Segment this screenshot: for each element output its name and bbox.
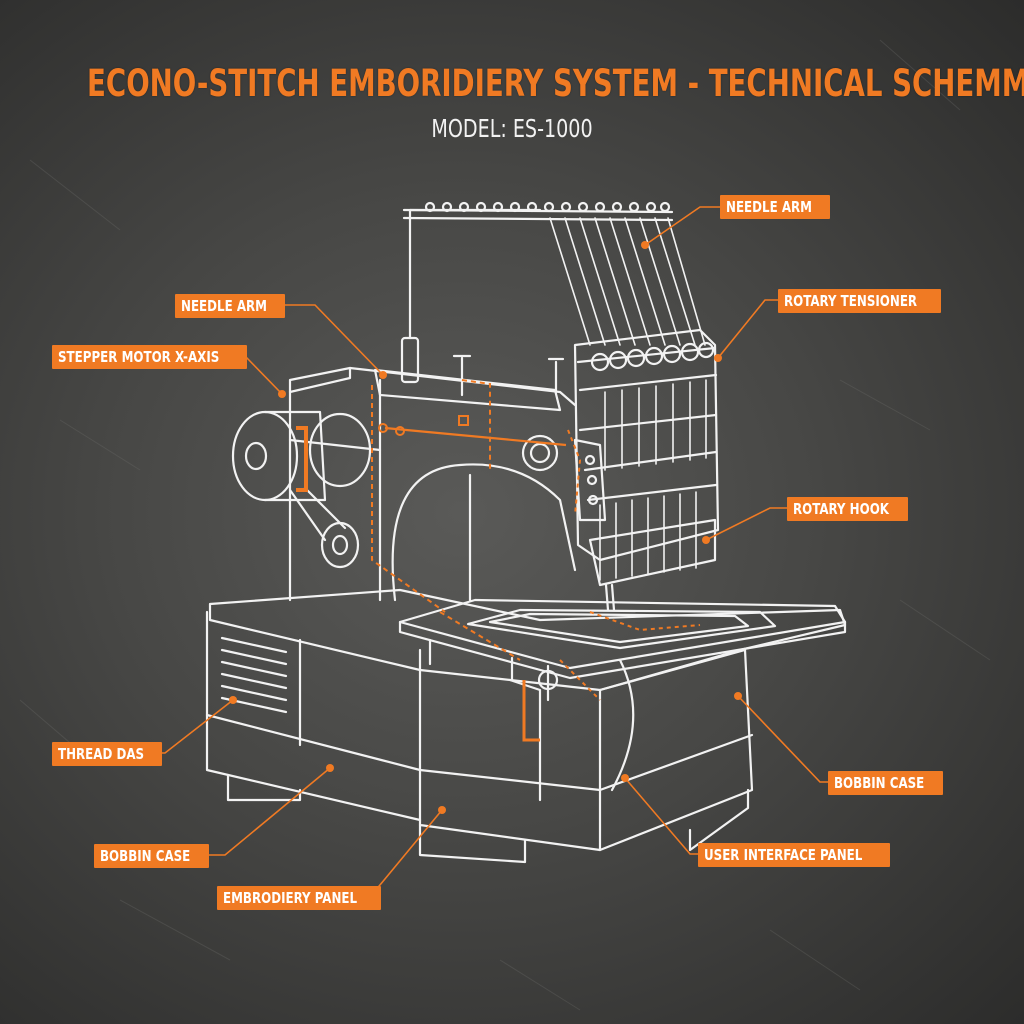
- leader-rotary-hook: [705, 507, 788, 541]
- needle-bars: [599, 379, 707, 581]
- label-rotary-hook: ROTARY HOOK: [787, 497, 909, 521]
- label-stepper-motor: STEPPER MOTOR X-AXIS: [52, 345, 248, 369]
- motor-highlight: [296, 426, 308, 492]
- thread-lines: [549, 217, 706, 346]
- scratch-texture: [19, 39, 991, 1011]
- label-thread-das: THREAD DAS: [52, 742, 162, 766]
- label-bobbin-case-right: BOBBIN CASE: [828, 771, 943, 795]
- arm-top: [373, 368, 562, 412]
- tensioner-dials: [590, 341, 715, 372]
- leader-bobbin-case-right: [737, 695, 832, 783]
- hoop-table: [398, 598, 847, 670]
- leader-embrodiery-panel: [352, 809, 443, 898]
- leader-needle-arm-top: [644, 206, 720, 246]
- label-bobbin-case-left: BOBBIN CASE: [94, 844, 209, 868]
- model-subtitle: MODEL: ES-1000: [431, 114, 593, 143]
- label-embrodiery-panel: EMBRODIERY PANEL: [217, 886, 382, 910]
- foot-left: [226, 773, 302, 802]
- leader-bobbin-case-left: [192, 767, 331, 856]
- pulley: [320, 521, 360, 569]
- base-left-face: [205, 610, 422, 822]
- orange-highlights: [296, 379, 701, 742]
- base-lower-band: [205, 713, 754, 792]
- machine-outline: [205, 201, 847, 864]
- vent-grill: [220, 636, 288, 714]
- leader-rotary-tensioner: [717, 299, 780, 359]
- leader-dots: [229, 241, 742, 814]
- needle-head-housing: [573, 328, 720, 562]
- label-needle-arm-top: NEEDLE ARM: [720, 195, 830, 219]
- label-rotary-tensioner: ROTARY TENSIONER: [778, 289, 942, 313]
- foot-center: [418, 823, 527, 864]
- base-top-face: [208, 588, 847, 692]
- page-title: ECONO-STITCH EMBORIDIERY SYSTEM - TECHNI…: [87, 62, 1024, 105]
- hand-knob: [521, 434, 559, 472]
- label-user-interface-panel: USER INTERFACE PANEL: [698, 843, 890, 867]
- thread-guides: [424, 201, 671, 213]
- leader-user-interface: [624, 777, 700, 855]
- label-needle-arm-left: NEEDLE ARM: [175, 294, 285, 318]
- base-front-face: [418, 648, 602, 852]
- base-right-face: [598, 648, 754, 852]
- foot-right: [688, 788, 750, 852]
- embroidery-hoop: [466, 608, 777, 650]
- body-arch: [391, 463, 577, 602]
